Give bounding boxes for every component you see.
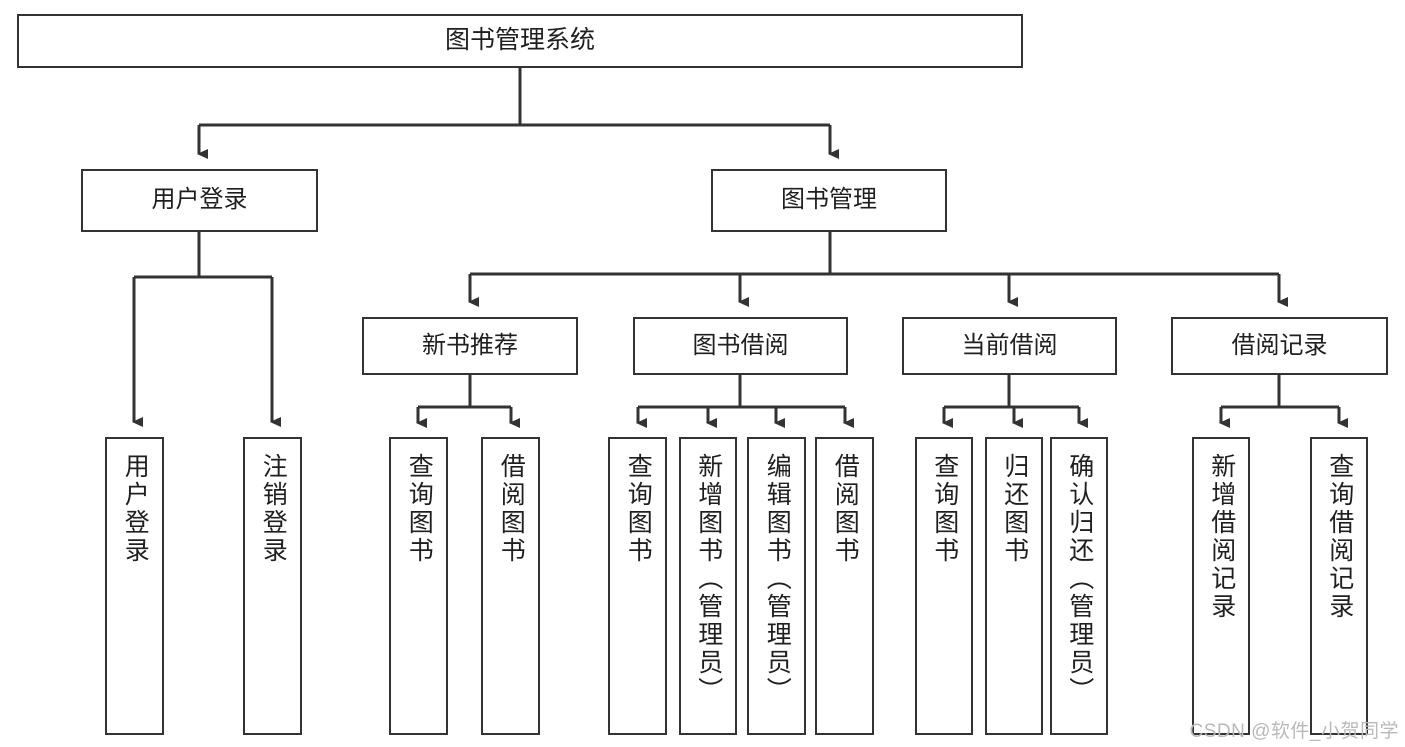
node-borrow-record-label: 借阅记录: [1231, 331, 1328, 359]
node-leaf-borrow-book-2[interactable]: 借阅图书: [815, 437, 874, 735]
node-leaf-edit-book[interactable]: 编辑图书（管理员）: [747, 437, 806, 735]
node-current-borrow-label: 当前借阅: [961, 331, 1058, 359]
node-leaf-query-book-2-label: 查询图书: [624, 453, 653, 565]
node-book-manage[interactable]: 图书管理: [711, 169, 947, 232]
node-current-borrow[interactable]: 当前借阅: [902, 317, 1117, 375]
node-leaf-borrow-book-1-label: 借阅图书: [497, 453, 526, 565]
node-leaf-query-book-3[interactable]: 查询图书: [915, 437, 973, 735]
node-leaf-query-record[interactable]: 查询借阅记录: [1310, 437, 1368, 735]
node-leaf-query-book-2[interactable]: 查询图书: [608, 437, 667, 735]
node-root[interactable]: 图书管理系统: [17, 14, 1023, 68]
node-leaf-add-record[interactable]: 新增借阅记录: [1192, 437, 1250, 735]
node-book-borrow[interactable]: 图书借阅: [633, 317, 848, 375]
node-leaf-add-record-label: 新增借阅记录: [1207, 453, 1236, 621]
node-leaf-add-book-label: 新增图书（管理员）: [694, 453, 723, 705]
node-leaf-confirm-return-label: 确认归还（管理员）: [1065, 453, 1094, 705]
node-leaf-borrow-book-2-label: 借阅图书: [831, 453, 860, 565]
node-user-login-label: 用户登录: [151, 186, 248, 214]
node-root-label: 图书管理系统: [444, 26, 595, 55]
node-leaf-query-book-1-label: 查询图书: [405, 453, 434, 565]
node-leaf-query-book-1[interactable]: 查询图书: [389, 437, 448, 735]
node-leaf-query-record-label: 查询借阅记录: [1325, 453, 1354, 621]
node-leaf-add-book[interactable]: 新增图书（管理员）: [679, 437, 737, 735]
node-leaf-user-login-label: 用户登录: [121, 453, 150, 565]
node-leaf-edit-book-label: 编辑图书（管理员）: [763, 453, 792, 705]
node-user-login[interactable]: 用户登录: [81, 169, 318, 232]
node-leaf-return-book[interactable]: 归还图书: [985, 437, 1043, 735]
node-leaf-query-book-3-label: 查询图书: [930, 453, 959, 565]
node-leaf-user-login[interactable]: 用户登录: [105, 437, 164, 735]
node-book-manage-label: 图书管理: [781, 186, 877, 214]
node-borrow-record[interactable]: 借阅记录: [1171, 317, 1388, 375]
node-book-borrow-label: 图书借阅: [692, 331, 789, 359]
node-leaf-confirm-return[interactable]: 确认归还（管理员）: [1050, 437, 1108, 735]
node-new-book-recommend-label: 新书推荐: [422, 331, 518, 359]
node-new-book-recommend[interactable]: 新书推荐: [362, 317, 578, 375]
node-leaf-logout-label: 注销登录: [259, 453, 288, 565]
node-leaf-logout[interactable]: 注销登录: [243, 437, 302, 735]
watermark: CSDN @软件_小贺同学: [1189, 721, 1399, 742]
node-leaf-return-book-label: 归还图书: [1000, 453, 1029, 565]
node-leaf-borrow-book-1[interactable]: 借阅图书: [481, 437, 540, 735]
